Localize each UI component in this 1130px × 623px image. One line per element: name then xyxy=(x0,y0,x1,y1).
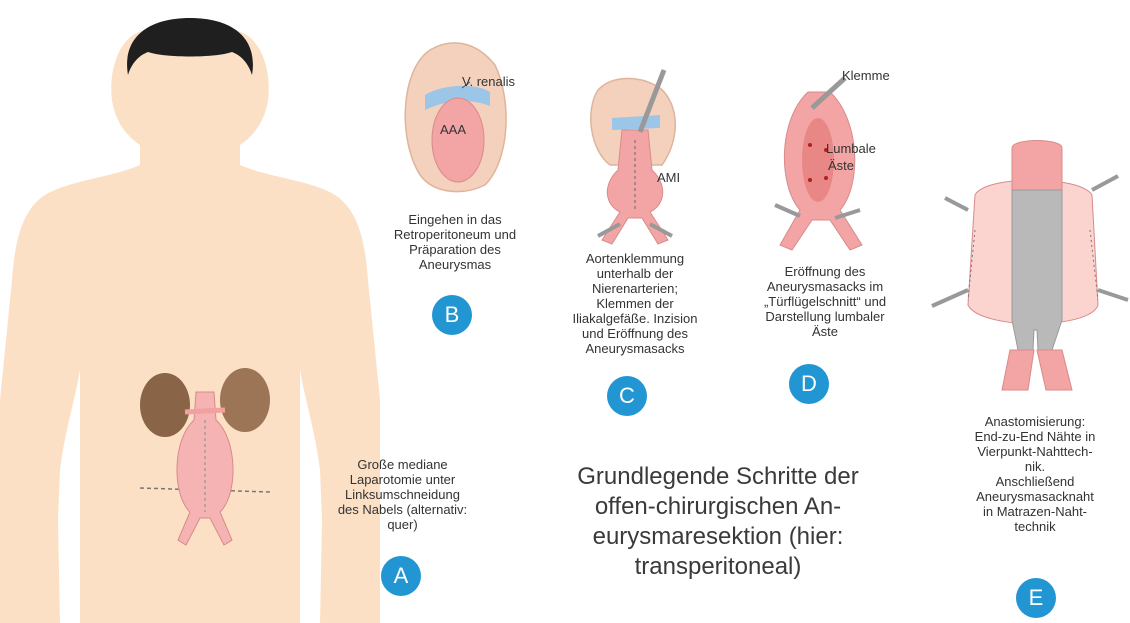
caption-line: Aneurysmasacknaht xyxy=(976,489,1094,504)
caption-line: Retroperitoneum und xyxy=(394,227,516,242)
caption-line: in Matrazen-Naht- xyxy=(983,504,1087,519)
caption-line: technik xyxy=(1014,519,1055,534)
title-line: Grundlegende Schritte der xyxy=(528,462,908,492)
label-aaa: AAA xyxy=(440,122,466,137)
caption-line: und Eröffnung des xyxy=(582,326,688,341)
caption-b: Eingehen in das Retroperitoneum und Präp… xyxy=(380,212,530,272)
iliac-e-right xyxy=(1037,350,1072,390)
caption-line: quer) xyxy=(387,517,417,532)
caption-line: Äste xyxy=(812,324,838,339)
clamp-e xyxy=(945,198,968,210)
lumbar-dot xyxy=(808,143,812,147)
caption-line: Große mediane xyxy=(357,457,447,472)
caption-line: des Nabels (alternativ: xyxy=(338,502,467,517)
step-badge-e: E xyxy=(1016,578,1056,618)
caption-line: Aneurysmasacks im xyxy=(767,279,883,294)
caption-line: End-zu-End Nähte in xyxy=(975,429,1096,444)
caption-line: unterhalb der xyxy=(597,266,674,281)
title-line: eurysmaresektion (hier: xyxy=(528,522,908,552)
caption-e: Anastomisierung: End-zu-End Nähte in Vie… xyxy=(960,414,1110,534)
renal-artery-a xyxy=(185,410,225,412)
label-klemme: Klemme xyxy=(842,68,890,83)
label-ami: AMI xyxy=(657,170,680,185)
lumbar-dot xyxy=(808,178,812,182)
caption-line: „Türflügelschnitt“ und xyxy=(764,294,886,309)
caption-a: Große mediane Laparotomie unter Linksums… xyxy=(330,457,475,532)
lumbar-dot xyxy=(824,176,828,180)
caption-line: Iliakalgefäße. Inzision xyxy=(572,311,697,326)
caption-line: Laparotomie unter xyxy=(350,472,456,487)
step-badge-a: A xyxy=(381,556,421,596)
title-line: transperitoneal) xyxy=(528,552,908,582)
caption-line: Präparation des xyxy=(409,242,501,257)
label-v-renalis: V. renalis xyxy=(462,74,515,89)
caption-line: Nierenarterien; xyxy=(592,281,678,296)
caption-d: Eröffnung des Aneurysmasacks im „Türflüg… xyxy=(745,264,905,339)
step-badge-b: B xyxy=(432,295,472,335)
caption-line: Eröffnung des xyxy=(785,264,866,279)
clamp-d-left xyxy=(775,205,800,216)
left-kidney xyxy=(140,373,190,437)
clamp-e xyxy=(1098,290,1128,300)
caption-line: Aneurysmas xyxy=(419,257,491,272)
caption-line: nik. xyxy=(1025,459,1045,474)
caption-line: Darstellung lumbaler xyxy=(765,309,884,324)
graft-e xyxy=(1012,190,1062,350)
caption-line: Anastomisierung: xyxy=(985,414,1085,429)
caption-line: Eingehen in das xyxy=(408,212,501,227)
label-aeste: Äste xyxy=(828,158,854,173)
caption-line: Linksumschneidung xyxy=(345,487,460,502)
step-b-diagram xyxy=(405,43,506,192)
caption-line: Vierpunkt-Nahttech- xyxy=(977,444,1092,459)
human-body-figure xyxy=(0,18,380,623)
clamp-e xyxy=(1092,176,1118,190)
label-lumbale: Lumbale xyxy=(826,141,876,156)
step-badge-c: C xyxy=(607,376,647,416)
step-badge-d: D xyxy=(789,364,829,404)
step-c-diagram xyxy=(591,70,675,244)
step-e-diagram xyxy=(932,141,1128,391)
caption-line: Aortenklemmung xyxy=(586,251,684,266)
caption-line: Aneurysmasacks xyxy=(586,341,685,356)
caption-line: Klemmen der xyxy=(596,296,673,311)
aorta-e-top xyxy=(1012,141,1062,191)
caption-line: Anschließend xyxy=(996,474,1075,489)
diagram-title: Grundlegende Schritte der offen-chirurgi… xyxy=(528,462,908,582)
clamp-e xyxy=(932,290,968,306)
title-line: offen-chirurgischen An- xyxy=(528,492,908,522)
aneurysm-b xyxy=(432,98,484,182)
iliac-e-left xyxy=(1002,350,1034,390)
caption-c: Aortenklemmung unterhalb der Nierenarter… xyxy=(560,251,710,356)
right-kidney xyxy=(220,368,270,432)
